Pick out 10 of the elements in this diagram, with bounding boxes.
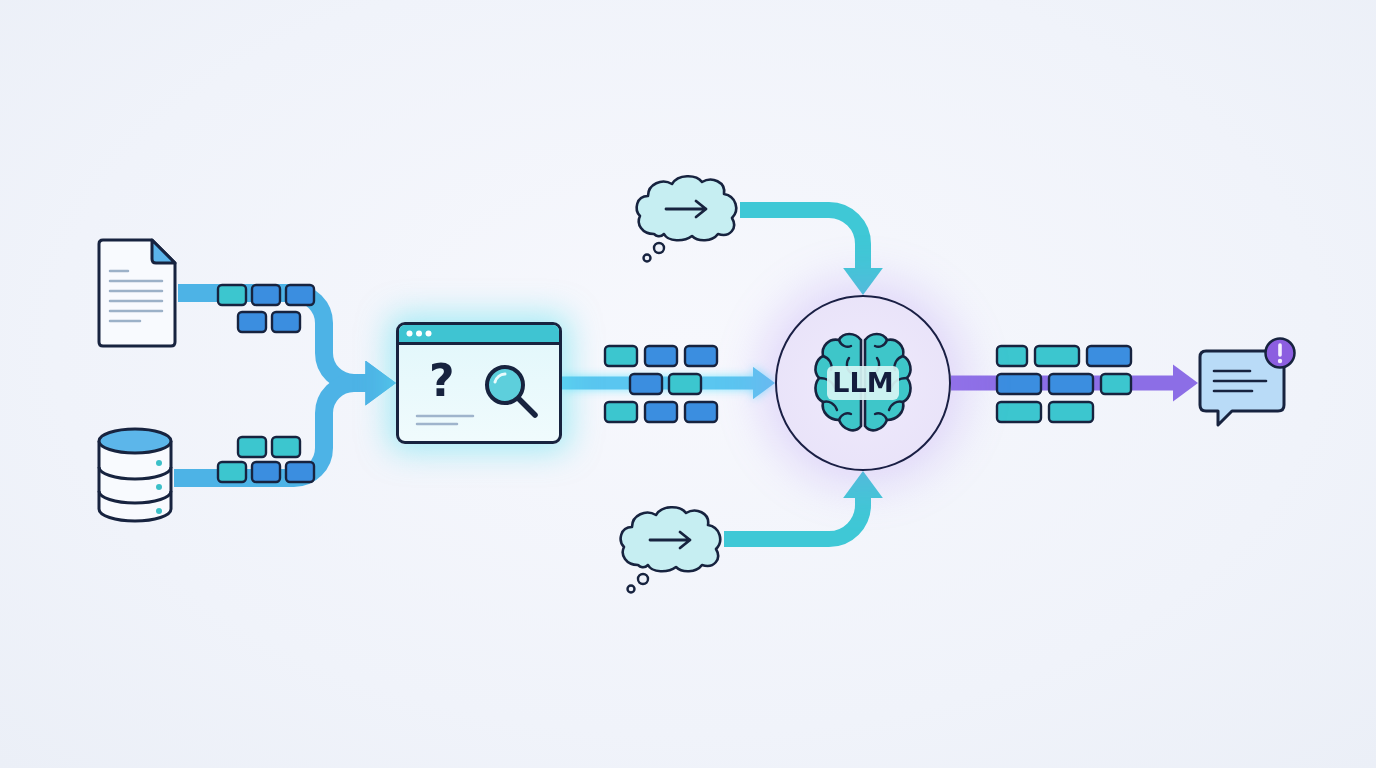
arrow (562, 366, 775, 400)
llm-label: LLM (827, 366, 899, 400)
database-icon (96, 427, 174, 523)
document-icon (96, 237, 178, 349)
arrow (174, 360, 396, 487)
arrow (740, 202, 883, 295)
question-mark: ? (429, 359, 455, 403)
browser-window (396, 322, 562, 444)
arrow (724, 471, 883, 547)
thought-cloud (634, 172, 740, 264)
